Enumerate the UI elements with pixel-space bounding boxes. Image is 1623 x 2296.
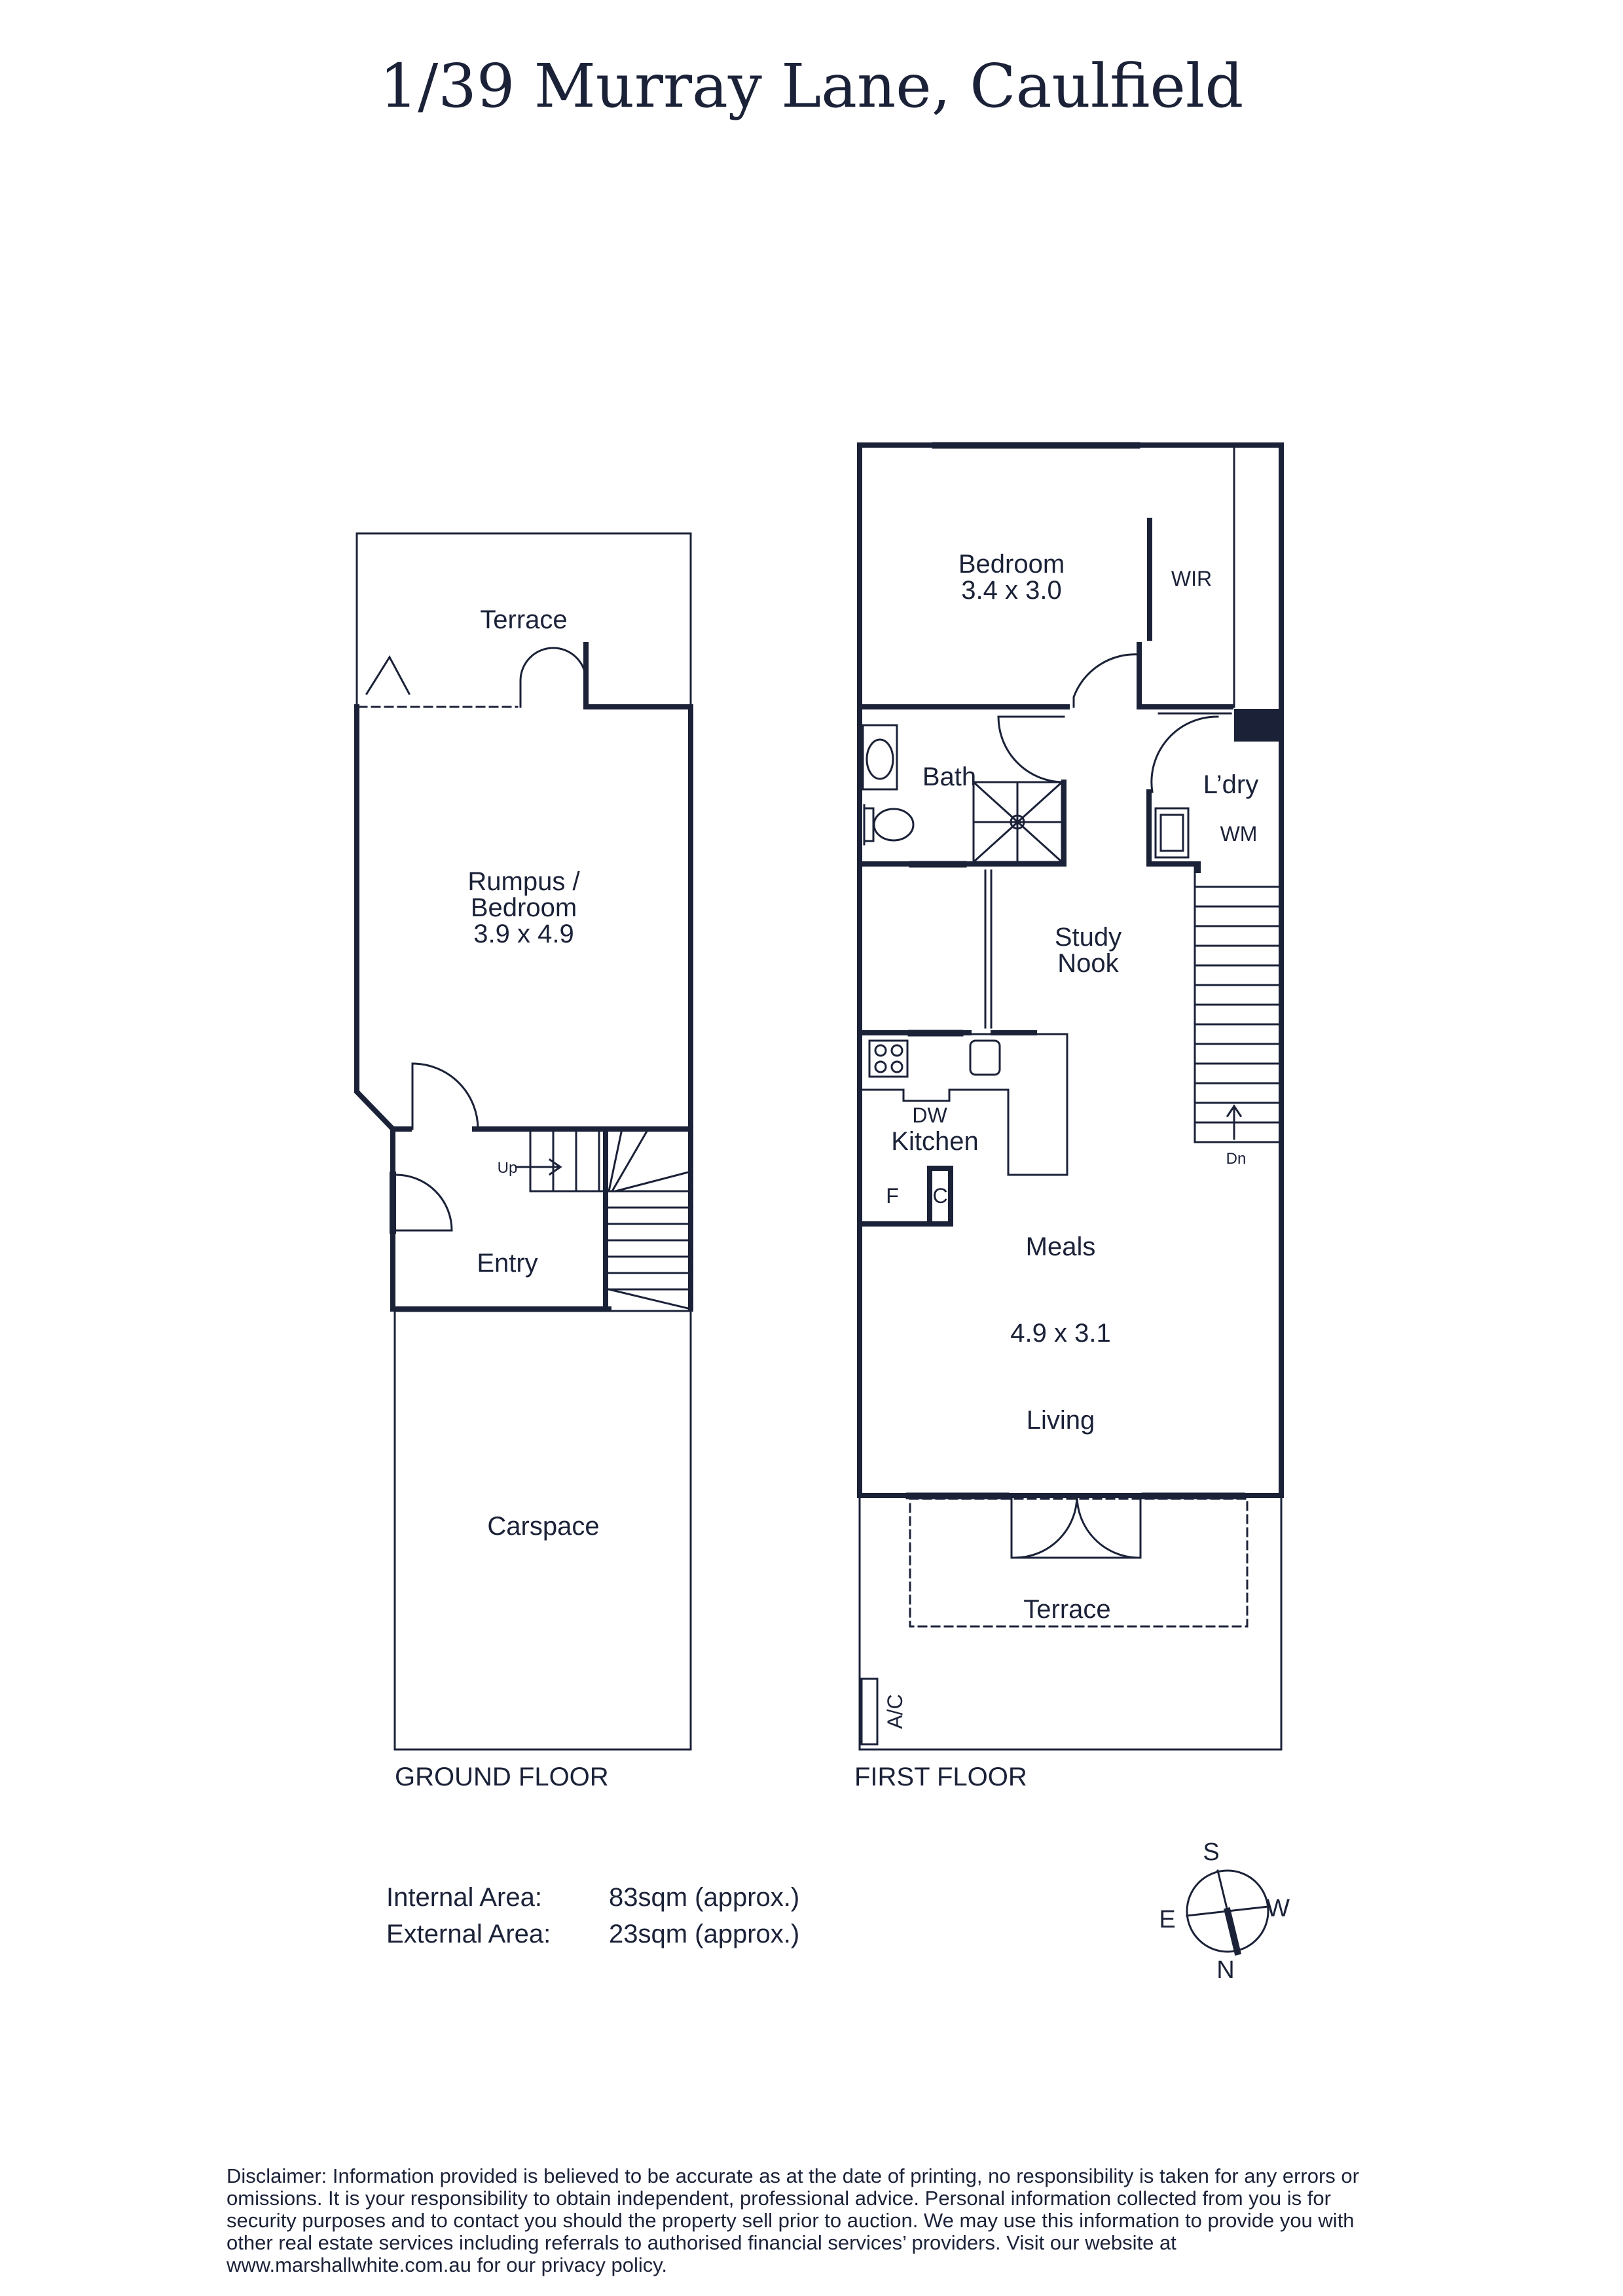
ground-door-arrow <box>365 655 411 696</box>
ground-staircase <box>516 1127 692 1310</box>
bath-label: Bath <box>922 762 976 791</box>
ground-floor-plan <box>354 532 693 1751</box>
ground-terrace-door-swing <box>519 647 587 708</box>
study-sliding-door <box>984 869 993 1029</box>
compass-circle <box>1186 1869 1269 1953</box>
first-terrace-label: Terrace <box>1023 1595 1110 1624</box>
carspace-label: Carspace <box>487 1512 599 1541</box>
terrace-pergola-dashed <box>909 1498 1249 1628</box>
laundry-door-swing <box>1150 712 1232 793</box>
bath-door-swing <box>997 715 1065 783</box>
washing-machine-icon <box>1154 807 1190 859</box>
ground-floor-label: GROUND FLOOR <box>395 1763 609 1791</box>
washing-machine-label: WM <box>1220 822 1258 846</box>
bedroom-door-swing <box>1072 653 1140 708</box>
first-floor-staircase <box>1194 866 1283 1143</box>
ground-terrace-label: Terrace <box>480 605 567 634</box>
rumpus-door-swing <box>411 1062 479 1130</box>
first-floor-plan <box>857 442 1284 1751</box>
rumpus-dimensions: 3.9 x 4.9 <box>473 920 574 948</box>
first-floor-terrace-outline <box>858 1494 1283 1751</box>
rumpus-label-line2: Bedroom <box>471 893 577 922</box>
kitchen-bench <box>862 1033 1068 1176</box>
front-door-swing <box>395 1174 453 1232</box>
first-floor-internal-walls <box>857 518 1233 1227</box>
cooktop-icon <box>868 1039 909 1078</box>
meals-label: Meals <box>1026 1232 1096 1261</box>
external-area-value: 23sqm (approx.) <box>609 1920 799 1948</box>
sink-icon <box>969 1039 1001 1076</box>
meals-living-dimensions: 4.9 x 3.1 <box>1010 1319 1110 1348</box>
wir-label: WIR <box>1171 567 1212 590</box>
basin-icon <box>866 738 894 780</box>
entry-label: Entry <box>477 1249 538 1278</box>
french-doors <box>1010 1494 1142 1559</box>
laundry-cabinet-block <box>1234 709 1279 742</box>
north-arrow-icon <box>1223 1907 1242 1956</box>
kitchen-label: Kitchen <box>891 1127 978 1156</box>
carspace-outline <box>393 1310 692 1751</box>
stairs-down-label: Dn <box>1226 1150 1247 1168</box>
fridge-label: F <box>886 1184 899 1208</box>
laundry-label: L’dry <box>1203 770 1259 799</box>
compass-west: W <box>1266 1895 1290 1922</box>
rumpus-label-line1: Rumpus / <box>467 867 580 896</box>
ac-unit-icon <box>860 1677 879 1746</box>
disclaimer-text: Disclaimer: Information provided is beli… <box>227 2164 1359 2276</box>
compass <box>1186 1869 1269 1956</box>
study-label-line2: Nook <box>1057 949 1119 978</box>
bedroom-dimensions: 3.4 x 3.0 <box>961 576 1061 605</box>
internal-area-label: Internal Area: <box>386 1883 542 1912</box>
first-floor-label: FIRST FLOOR <box>854 1763 1027 1791</box>
internal-area-value: 83sqm (approx.) <box>609 1883 799 1912</box>
bedroom-label: Bedroom <box>958 550 1065 579</box>
bedroom-window <box>932 442 1140 449</box>
external-area-label: External Area: <box>386 1920 551 1948</box>
study-label-line1: Study <box>1055 923 1122 952</box>
stairs-up-label: Up <box>498 1159 518 1177</box>
ground-terrace-outline <box>356 532 692 708</box>
cupboard-label: C <box>932 1184 947 1208</box>
rumpus-bedroom-walls <box>354 642 693 1312</box>
shower-icon <box>972 780 1064 864</box>
compass-south: S <box>1203 1839 1219 1866</box>
dishwasher-label: DW <box>912 1103 947 1127</box>
compass-east: E <box>1159 1906 1175 1933</box>
ac-label: A/C <box>883 1694 907 1729</box>
living-label: Living <box>1027 1406 1095 1435</box>
bath-vanity <box>862 724 898 791</box>
bath-window <box>909 861 967 868</box>
compass-north: N <box>1216 1956 1234 1984</box>
kitchen-window <box>907 1030 964 1037</box>
property-address-title: 1/39 Murray Lane, Caulfield <box>379 51 1244 121</box>
